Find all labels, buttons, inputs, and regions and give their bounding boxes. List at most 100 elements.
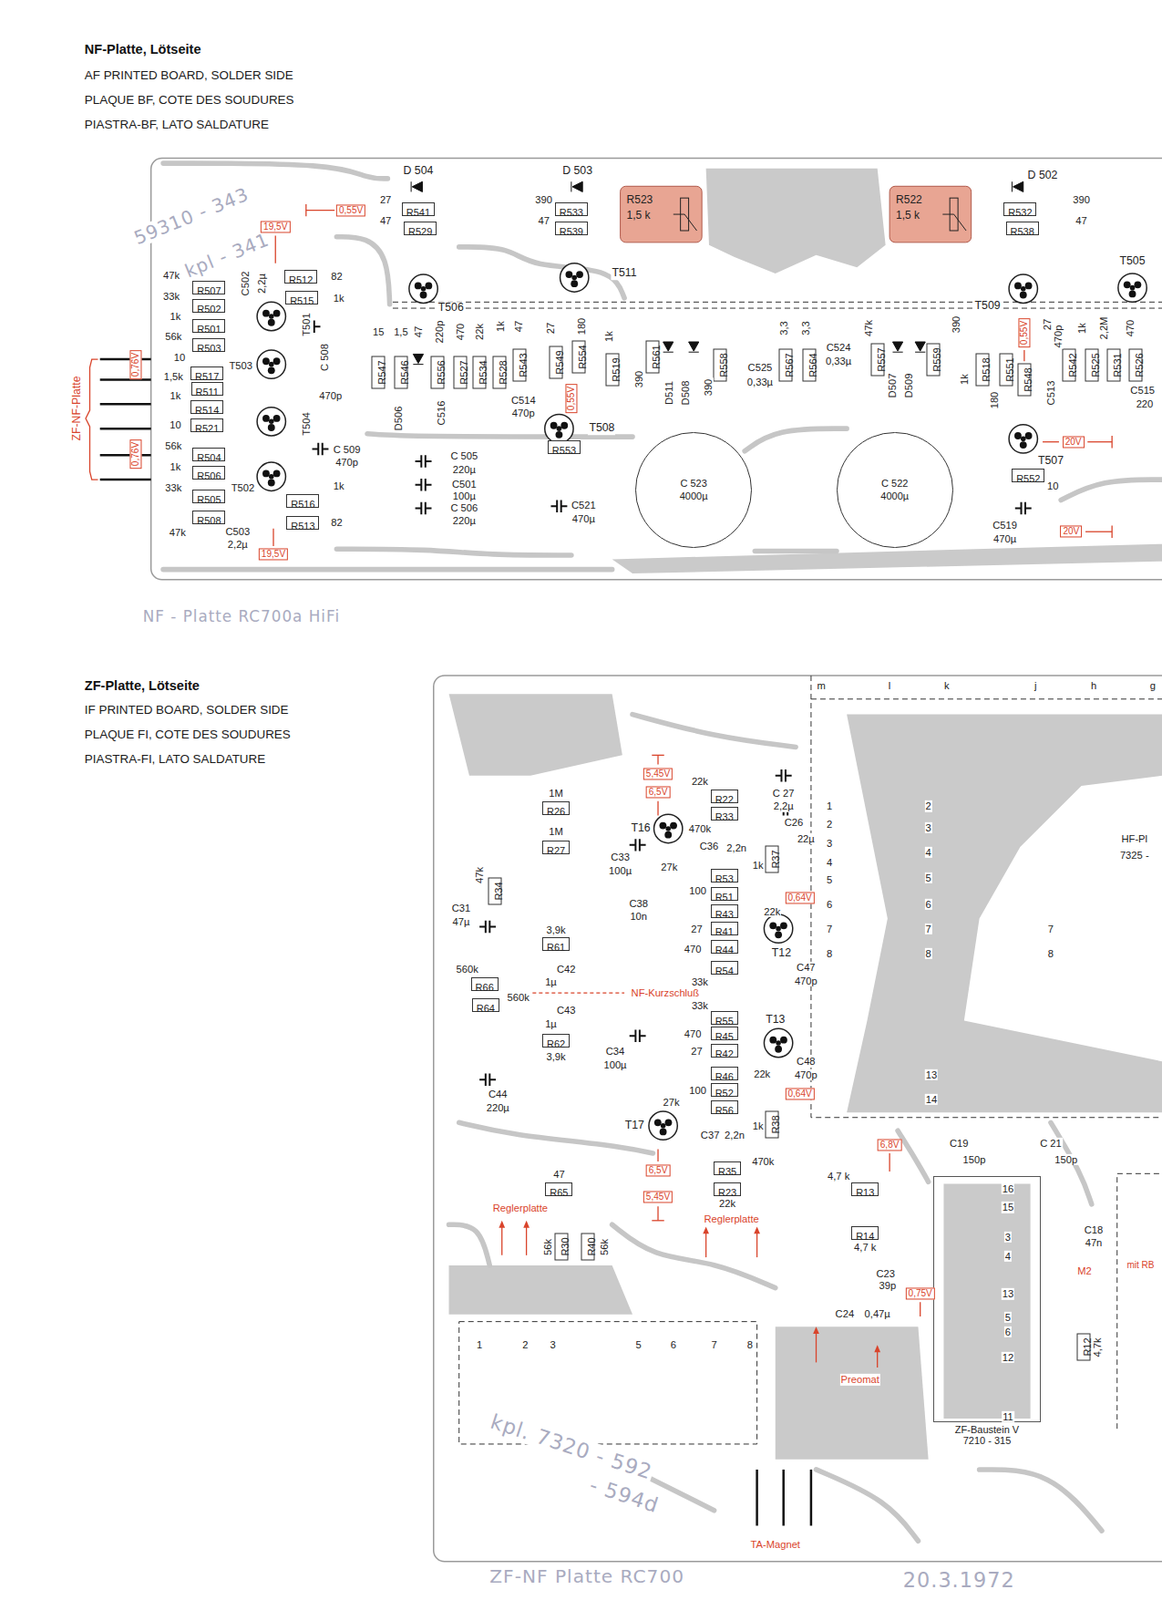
- connector-pin: [781, 1469, 785, 1526]
- part-label: 180: [575, 317, 587, 337]
- transistor-pad: [267, 318, 276, 327]
- resistor: R512: [284, 269, 318, 284]
- resistor: R34: [487, 876, 502, 905]
- resistor: R33: [710, 806, 739, 821]
- part-label: 27k: [662, 1096, 681, 1108]
- part-label: R523: [627, 192, 654, 208]
- part-label: 470k: [688, 822, 712, 834]
- transistor-pad: [262, 309, 270, 318]
- part-label: R43: [715, 908, 734, 921]
- part-label: 1µ: [544, 976, 558, 988]
- part-label: R34: [492, 881, 504, 900]
- part-label: C43: [555, 1004, 577, 1016]
- part-label: 56k: [164, 330, 183, 342]
- transistor-pad: [1025, 431, 1033, 440]
- part-label: D506: [391, 405, 403, 432]
- part-label: h: [1090, 679, 1098, 691]
- copper-area: [706, 168, 886, 274]
- part-label: 33k: [690, 998, 710, 1010]
- part-label: 22k: [690, 775, 710, 787]
- signal-note: Reglerplatte: [492, 1202, 549, 1214]
- copper-trace: [449, 1223, 491, 1265]
- part-label: 4: [1004, 1250, 1012, 1262]
- leader-line: [657, 754, 659, 764]
- leader-line: [85, 359, 98, 480]
- transistor-symbol: [257, 407, 286, 436]
- resistor: R23: [713, 1182, 741, 1196]
- transistor-pad: [560, 421, 568, 430]
- part-label: 5: [925, 872, 933, 884]
- connector-pin: [100, 478, 152, 482]
- part-label: 16: [1001, 1182, 1015, 1194]
- part-label: 10: [1046, 480, 1060, 492]
- part-label: 4: [925, 846, 933, 858]
- resistor: R65: [545, 1182, 573, 1196]
- resistor: R54: [710, 960, 739, 975]
- part-label: 6: [925, 898, 933, 910]
- part-label: 12: [1001, 1351, 1015, 1363]
- trimmer-wiper: [942, 214, 967, 231]
- caption: ZF-Baustein V7210 - 315: [934, 1423, 1040, 1446]
- resistor: R12: [1076, 1333, 1091, 1361]
- transistor-pad: [1129, 289, 1137, 298]
- part-label: R504: [196, 452, 221, 464]
- part-label: 15: [371, 326, 385, 338]
- part-label: 3: [825, 836, 833, 848]
- copper-trace: [897, 1130, 929, 1182]
- part-label: 470p: [334, 456, 360, 468]
- part-label: 3,3: [778, 320, 790, 338]
- part-label: 4,7k: [1091, 1336, 1103, 1358]
- part-label: 47k: [168, 526, 187, 538]
- part-label: R62: [546, 1038, 566, 1050]
- voltage-tag: 5,45V: [643, 767, 673, 780]
- capacitor-symbol: [479, 920, 496, 933]
- part-label: 4: [825, 856, 833, 868]
- capacitor-symbol: [479, 1073, 496, 1086]
- part-label: 3,9k: [545, 1049, 566, 1061]
- part-label: R511: [195, 386, 218, 399]
- part-label: 1k: [958, 372, 970, 386]
- connector-pin: [810, 1469, 813, 1526]
- capacitor-symbol: [415, 478, 432, 491]
- part-label: R45: [715, 1030, 734, 1043]
- part-label: R38: [770, 1114, 782, 1133]
- transistor-case: [1008, 274, 1038, 303]
- part-label: R55: [715, 1015, 734, 1028]
- copper-trace: [163, 163, 388, 179]
- transistor-pad: [780, 921, 788, 929]
- resistor: R532: [1003, 202, 1037, 216]
- part-label: 560k: [506, 991, 531, 1003]
- part-label: R522: [895, 192, 923, 208]
- part-label: C516: [434, 400, 446, 427]
- transistor-case: [1008, 424, 1038, 453]
- transistor-pad: [262, 357, 270, 365]
- transistor-pad: [268, 313, 275, 319]
- part-label: 47k: [862, 318, 874, 338]
- part-label: 2,2n: [723, 1129, 746, 1141]
- part-label: C24: [834, 1307, 856, 1319]
- part-label: 2: [825, 818, 833, 830]
- transistor-pad: [660, 1122, 667, 1129]
- copper-trace: [1050, 1121, 1092, 1204]
- capacitor-symbol: [550, 500, 567, 513]
- part-label: C513: [1045, 380, 1057, 407]
- part-label: 47n: [1084, 1236, 1104, 1248]
- part-label: R507: [196, 285, 221, 298]
- part-label: 470: [454, 321, 466, 341]
- copper-trace: [459, 246, 625, 299]
- part-label: T504: [300, 411, 312, 437]
- part-label: 0,47µ: [863, 1307, 892, 1319]
- transistor-symbol: [1008, 424, 1038, 453]
- copper-trace: [744, 428, 847, 452]
- diode-symbol: [1011, 181, 1023, 192]
- transistor-symbol: [257, 462, 286, 491]
- resistor: R515: [285, 290, 319, 305]
- heading: PIASTRA-FI, LATO SALDATURE: [83, 751, 267, 766]
- part-label: R30: [558, 1237, 571, 1256]
- transistor-symbol: [257, 349, 286, 379]
- heading: NF-Platte, Lötseite: [83, 41, 203, 57]
- part-label: R526: [1132, 353, 1145, 378]
- resistor: R513: [286, 515, 319, 530]
- connector-pin: [100, 453, 152, 457]
- part-label: C33: [609, 851, 631, 863]
